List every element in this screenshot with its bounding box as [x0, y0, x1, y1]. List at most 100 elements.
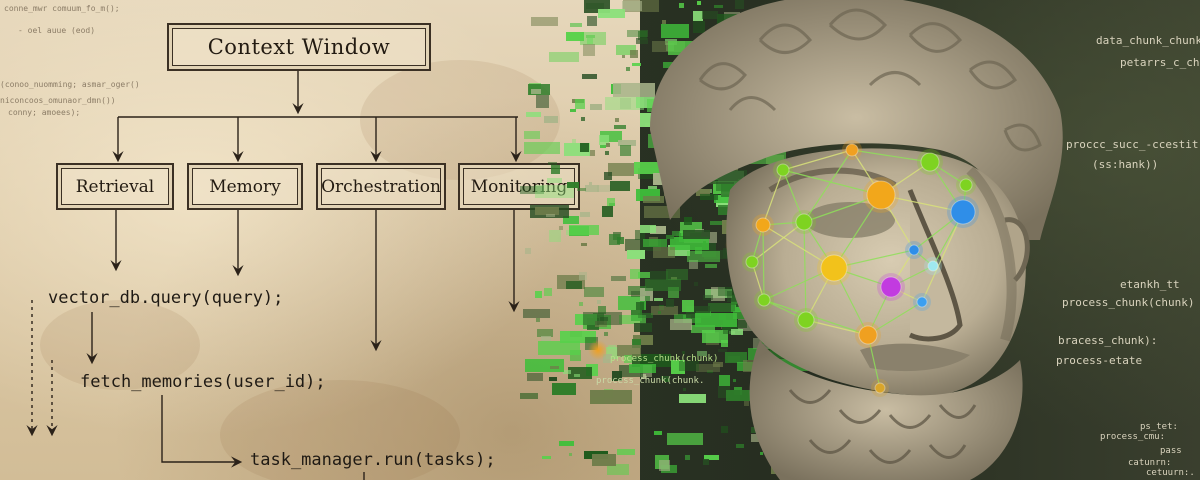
- network-node: [874, 382, 886, 394]
- pixel-block: [615, 118, 619, 122]
- network-node: [950, 199, 976, 225]
- pixel-block: [602, 206, 613, 217]
- pixel-block: [520, 186, 544, 194]
- network-node: [858, 325, 878, 345]
- pixel-block: [711, 287, 725, 301]
- network-node: [776, 163, 790, 177]
- pixel-block: [672, 231, 682, 236]
- pixel-block: [551, 165, 560, 174]
- network-node: [916, 296, 928, 308]
- pixel-block: [650, 271, 668, 280]
- pixel-block: [731, 329, 743, 335]
- pixel-block: [598, 9, 625, 18]
- pixel-block: [695, 313, 737, 327]
- pixel-block: [713, 362, 723, 367]
- pixel-block: [697, 351, 707, 356]
- memory-box: Memory: [187, 163, 303, 210]
- right-code-line: etankh_tt: [1120, 278, 1180, 291]
- pixel-block: [718, 349, 727, 352]
- pixel-block: [733, 311, 749, 319]
- right-code-line: proccc_succ_-ccestit: [1066, 138, 1199, 151]
- pixel-block: [679, 361, 699, 371]
- pixel-block: [559, 226, 563, 230]
- network-node: [880, 276, 902, 298]
- pixel-block: [542, 456, 551, 459]
- pixel-block: [666, 299, 674, 307]
- right-code-line: (ss:hank)): [1092, 158, 1159, 171]
- pixel-block: [651, 306, 678, 315]
- pixel-block: [525, 248, 531, 254]
- pixel-block: [586, 35, 595, 38]
- pixel-block: [659, 460, 670, 471]
- network-node: [908, 244, 920, 256]
- pixel-block: [733, 379, 736, 382]
- pixel-block: [536, 318, 540, 322]
- network-edge: [867, 334, 881, 389]
- pixel-block: [617, 345, 641, 357]
- pixel-block: [636, 302, 644, 310]
- pixel-block: [567, 182, 579, 188]
- network-node: [920, 152, 940, 172]
- task-manager-code: task_manager.run(tasks);: [250, 450, 496, 470]
- pixel-block: [710, 221, 722, 225]
- pixel-block: [728, 356, 740, 362]
- pixel-block: [632, 63, 641, 66]
- pixel-block: [597, 185, 611, 192]
- faint-code-line: conny; amoees);: [8, 108, 81, 117]
- pixel-block: [638, 31, 647, 40]
- pixel-block: [552, 383, 576, 395]
- right-code-line: cetuurn:.: [1146, 468, 1195, 478]
- pixel-block: [524, 131, 540, 139]
- pixel-block: [629, 364, 656, 373]
- pixel-block: [661, 24, 689, 38]
- pixel-block: [668, 245, 690, 256]
- pixel-block: [600, 145, 606, 148]
- orchestration-box: Orchestration: [316, 163, 446, 210]
- pixel-block: [736, 444, 744, 448]
- network-edge: [782, 149, 853, 171]
- network-node: [959, 178, 973, 192]
- network-node: [755, 217, 771, 233]
- pixel-block: [580, 32, 606, 45]
- pixel-block: [587, 16, 597, 26]
- pixel-block: [654, 431, 662, 435]
- right-code-line: petarrs_c_chunk: [1120, 56, 1200, 69]
- pixel-block: [570, 350, 581, 361]
- pixel-block: [693, 11, 703, 21]
- pixel-block: [702, 11, 718, 19]
- pixel-block: [751, 427, 757, 433]
- pixel-block: [566, 32, 584, 41]
- faint-code-line: niconcoos_omunaor_dmn()): [0, 96, 116, 105]
- network-node: [745, 255, 759, 269]
- pixel-block: [549, 230, 561, 242]
- faint-code-line: (conoo_nuomming; asmar_oger(): [0, 80, 140, 89]
- pixel-block: [708, 303, 735, 312]
- pixel-block: [696, 364, 720, 372]
- network-edge: [762, 224, 765, 301]
- pixel-block: [607, 464, 629, 475]
- network-edge: [833, 194, 882, 269]
- pixel-block: [569, 453, 572, 456]
- network-edge: [803, 149, 853, 223]
- network-node: [866, 180, 896, 210]
- pixel-block: [760, 452, 763, 455]
- pixel-block: [695, 247, 702, 254]
- pixel-block: [620, 98, 631, 109]
- pixel-block: [609, 203, 615, 206]
- pixel-block: [633, 335, 653, 345]
- pixel-block: [653, 247, 675, 258]
- network-edge: [751, 221, 805, 263]
- pixel-block: [620, 145, 631, 156]
- pixel-block: [618, 140, 636, 146]
- pixel-block: [671, 360, 685, 374]
- pixel-block: [622, 55, 625, 58]
- pixel-block: [577, 188, 586, 191]
- pixel-block: [608, 163, 634, 176]
- network-edge: [851, 149, 931, 163]
- pixel-block: [638, 272, 650, 278]
- pixel-block: [582, 74, 597, 79]
- pixel-block: [608, 345, 616, 349]
- pixel-block: [583, 312, 622, 325]
- pixel-block: [526, 112, 541, 117]
- pixel-block: [584, 287, 604, 297]
